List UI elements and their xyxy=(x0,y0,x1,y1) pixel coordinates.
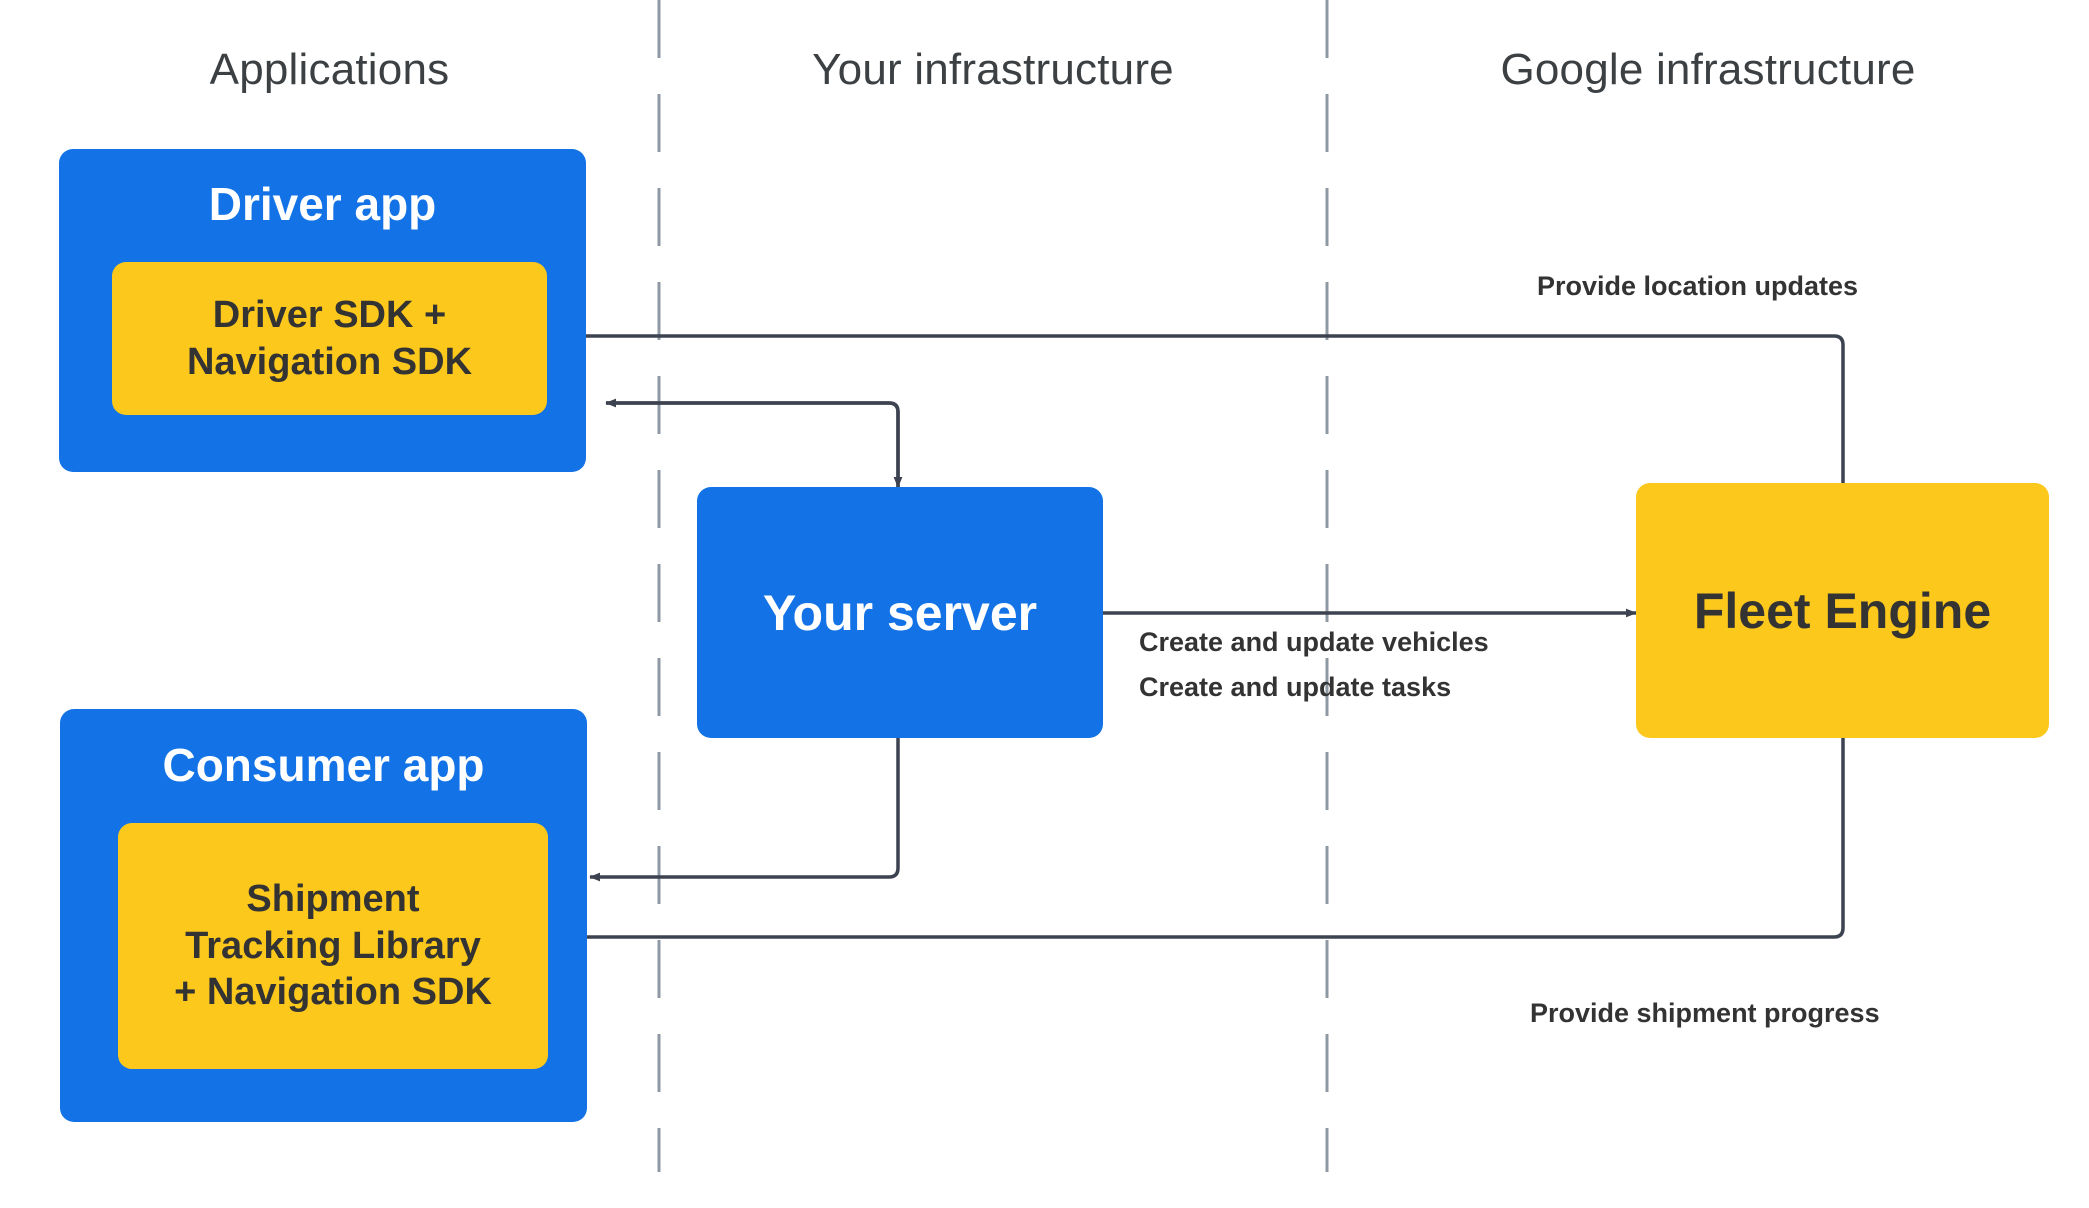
driver-app-title: Driver app xyxy=(208,178,437,230)
shipment-tracking-label: Shipment Tracking Library + Navigation S… xyxy=(174,876,492,1015)
node-shipment-tracking-library[interactable]: Shipment Tracking Library + Navigation S… xyxy=(118,823,548,1069)
driver-sdk-line-2: Navigation SDK xyxy=(186,340,473,383)
edge-label-create-update-vehicles: Create and update vehicles xyxy=(1139,627,1489,657)
shipment-tracking-line-1: Shipment xyxy=(246,878,420,921)
fleet-engine-label: Fleet Engine xyxy=(1693,582,1992,639)
edge-driver-app-to-your-server xyxy=(606,401,903,488)
edge-label-provide-shipment-progress: Provide shipment progress xyxy=(1530,998,1880,1028)
column-header-your-infrastructure: Your infrastructure xyxy=(812,45,1174,94)
driver-sdk-label: Driver SDK + Navigation SDK xyxy=(187,292,472,385)
consumer-app-title: Consumer app xyxy=(162,739,485,791)
shipment-tracking-line-3: + Navigation SDK xyxy=(174,971,492,1014)
edge-label-provide-location-updates: Provide location updates xyxy=(1537,271,1859,301)
driver-sdk-line-1: Driver SDK + xyxy=(212,294,447,337)
node-driver-sdk[interactable]: Driver SDK + Navigation SDK xyxy=(112,262,547,415)
column-header-applications: Applications xyxy=(209,45,450,94)
edge-your-server-to-driver-app xyxy=(605,398,900,487)
column-header-google-infrastructure: Google infrastructure xyxy=(1500,45,1916,94)
shipment-tracking-line-2: Tracking Library xyxy=(185,924,481,967)
edge-label-create-update-tasks: Create and update tasks xyxy=(1139,672,1452,702)
edge-your-server-to-consumer-app xyxy=(589,738,900,882)
your-server-label: Your server xyxy=(762,584,1038,641)
edge-fleet-engine-to-shipment-tracking xyxy=(562,738,1845,942)
node-fleet-engine[interactable]: Fleet Engine xyxy=(1636,483,2049,738)
node-your-server[interactable]: Your server xyxy=(697,487,1103,738)
edge-fleet-engine-to-driver-sdk xyxy=(572,331,1845,483)
